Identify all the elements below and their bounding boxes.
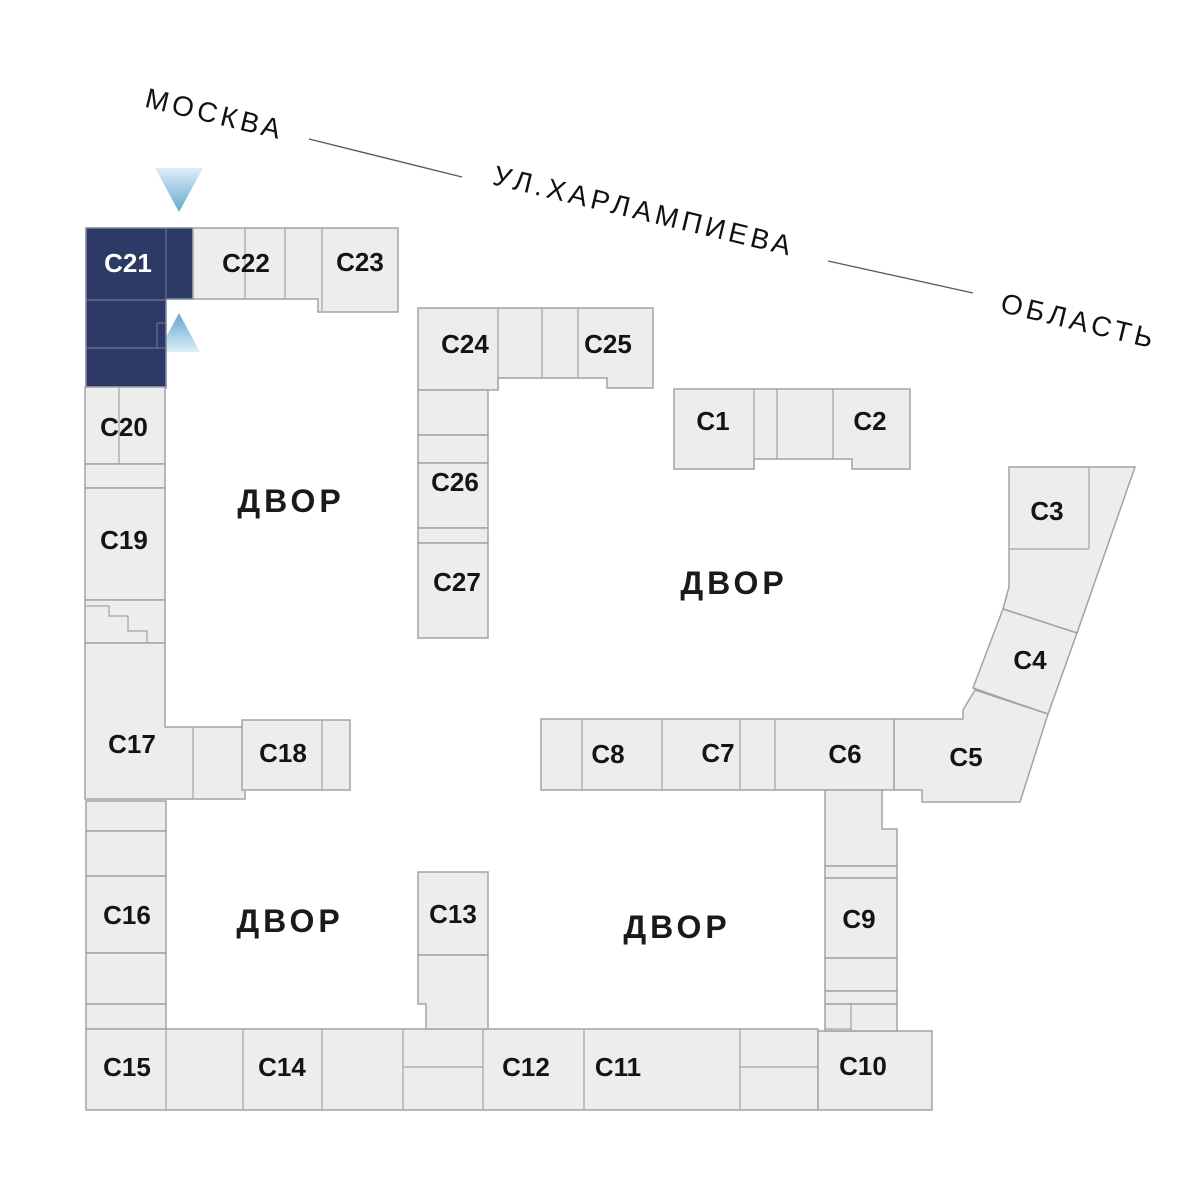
street-line <box>827 260 974 294</box>
building-section <box>824 789 898 867</box>
building-c4[interactable]: С4 <box>972 608 1078 715</box>
building-section <box>824 1003 898 1032</box>
building-section <box>417 434 489 464</box>
bottom-row-strip <box>85 1028 819 1111</box>
building-c7[interactable]: С7 <box>701 738 734 768</box>
street-label-kharlampieva: УЛ.ХАРЛАМПИЕВА <box>490 160 798 262</box>
building-section <box>85 952 167 1005</box>
building-section <box>417 954 489 1030</box>
building-c2[interactable]: С2 <box>853 406 886 436</box>
building-c17[interactable]: С17 <box>84 642 246 800</box>
building-label: С27 <box>433 567 481 597</box>
building-label: С14 <box>258 1052 306 1082</box>
building-c22[interactable]: С22 <box>192 227 399 313</box>
building-c6[interactable]: С6 <box>828 739 861 769</box>
building-c25[interactable]: С25 <box>584 329 632 359</box>
building-label: С7 <box>701 738 734 768</box>
building-c5[interactable]: С5 <box>893 689 1049 803</box>
building-c21[interactable]: С21 <box>85 227 194 389</box>
courtyard-label: ДВОР <box>623 909 730 945</box>
building-c18[interactable]: С18 <box>241 719 351 791</box>
building-c11[interactable]: С11 <box>595 1052 641 1082</box>
street-label-moskva: МОСКВА <box>142 82 287 145</box>
building-label: С11 <box>595 1052 641 1082</box>
courtyard-label: ДВОР <box>680 565 787 601</box>
building-c8[interactable]: С8 <box>540 718 895 791</box>
stairs-steps <box>85 605 148 643</box>
building-label: С5 <box>949 742 982 772</box>
building-c9[interactable]: С9 <box>824 789 898 1032</box>
building-subdivision-lines <box>1009 467 1090 550</box>
building-label: С2 <box>853 406 886 436</box>
courtyard-label: ДВОР <box>237 483 344 519</box>
building-c3[interactable]: С3 <box>1002 466 1137 634</box>
building-section <box>824 865 898 879</box>
building-label: С8 <box>591 739 624 769</box>
stairs-section <box>84 599 166 644</box>
selected-arrow-down-icon <box>155 168 203 212</box>
building-section <box>417 389 489 436</box>
building-label: С15 <box>103 1052 151 1082</box>
building-section <box>417 527 489 544</box>
building-subdivision-lines <box>244 228 323 311</box>
building-c26[interactable]: С26 <box>417 389 489 529</box>
building-label: С20 <box>100 412 148 442</box>
building-label: С4 <box>1013 645 1047 675</box>
building-label: С16 <box>103 900 151 930</box>
building-label: С3 <box>1030 496 1063 526</box>
building-subdivision-lines <box>753 389 834 468</box>
building-label: С22 <box>222 248 270 278</box>
building-label: С1 <box>696 406 729 436</box>
building-c24[interactable]: С24 <box>417 307 654 391</box>
building-label: С25 <box>584 329 632 359</box>
building-subdivision-lines <box>581 719 776 790</box>
building-label: С12 <box>502 1052 550 1082</box>
building-subdivision-lines <box>825 1004 852 1031</box>
building-c13[interactable]: С13 <box>417 871 489 1030</box>
selected-arrow-up-icon <box>158 313 200 352</box>
building-c1[interactable]: С1 <box>673 388 911 470</box>
building-c14[interactable]: С14 <box>258 1052 306 1082</box>
building-label: С6 <box>828 739 861 769</box>
courtyard-label: ДВОР <box>236 903 343 939</box>
building-section <box>824 957 898 992</box>
building-label: С18 <box>259 738 307 768</box>
street-line <box>308 138 463 178</box>
building-subdivision-lines <box>497 308 579 390</box>
street-label-oblast: ОБЛАСТЬ <box>998 287 1160 354</box>
building-c16[interactable]: С16 <box>85 800 167 1030</box>
building-label: С23 <box>336 247 384 277</box>
building-c12[interactable]: С12 <box>502 1052 550 1082</box>
building-label: С13 <box>429 899 477 929</box>
building-label: С24 <box>441 329 489 359</box>
building-label: С10 <box>839 1051 887 1081</box>
building-c27[interactable]: С27 <box>417 527 489 639</box>
building-subdivision-lines <box>86 228 167 349</box>
building-label: С17 <box>108 729 156 759</box>
building-label: С9 <box>842 904 875 934</box>
building-section <box>85 830 167 877</box>
building-section <box>85 1003 167 1030</box>
building-c10[interactable]: С10 <box>817 1030 933 1111</box>
building-section <box>824 990 898 1005</box>
building-c20[interactable]: С20 <box>84 386 166 489</box>
building-label: С26 <box>431 467 479 497</box>
building-c19[interactable]: С19 <box>84 487 166 601</box>
building-c23[interactable]: С23 <box>336 247 384 277</box>
building-c15[interactable]: С15 <box>103 1052 151 1082</box>
building-section <box>84 463 166 489</box>
building-label: С19 <box>100 525 148 555</box>
building-subdivision-lines <box>165 1029 818 1110</box>
building-section <box>85 800 167 832</box>
building-label: С21 <box>104 248 152 278</box>
